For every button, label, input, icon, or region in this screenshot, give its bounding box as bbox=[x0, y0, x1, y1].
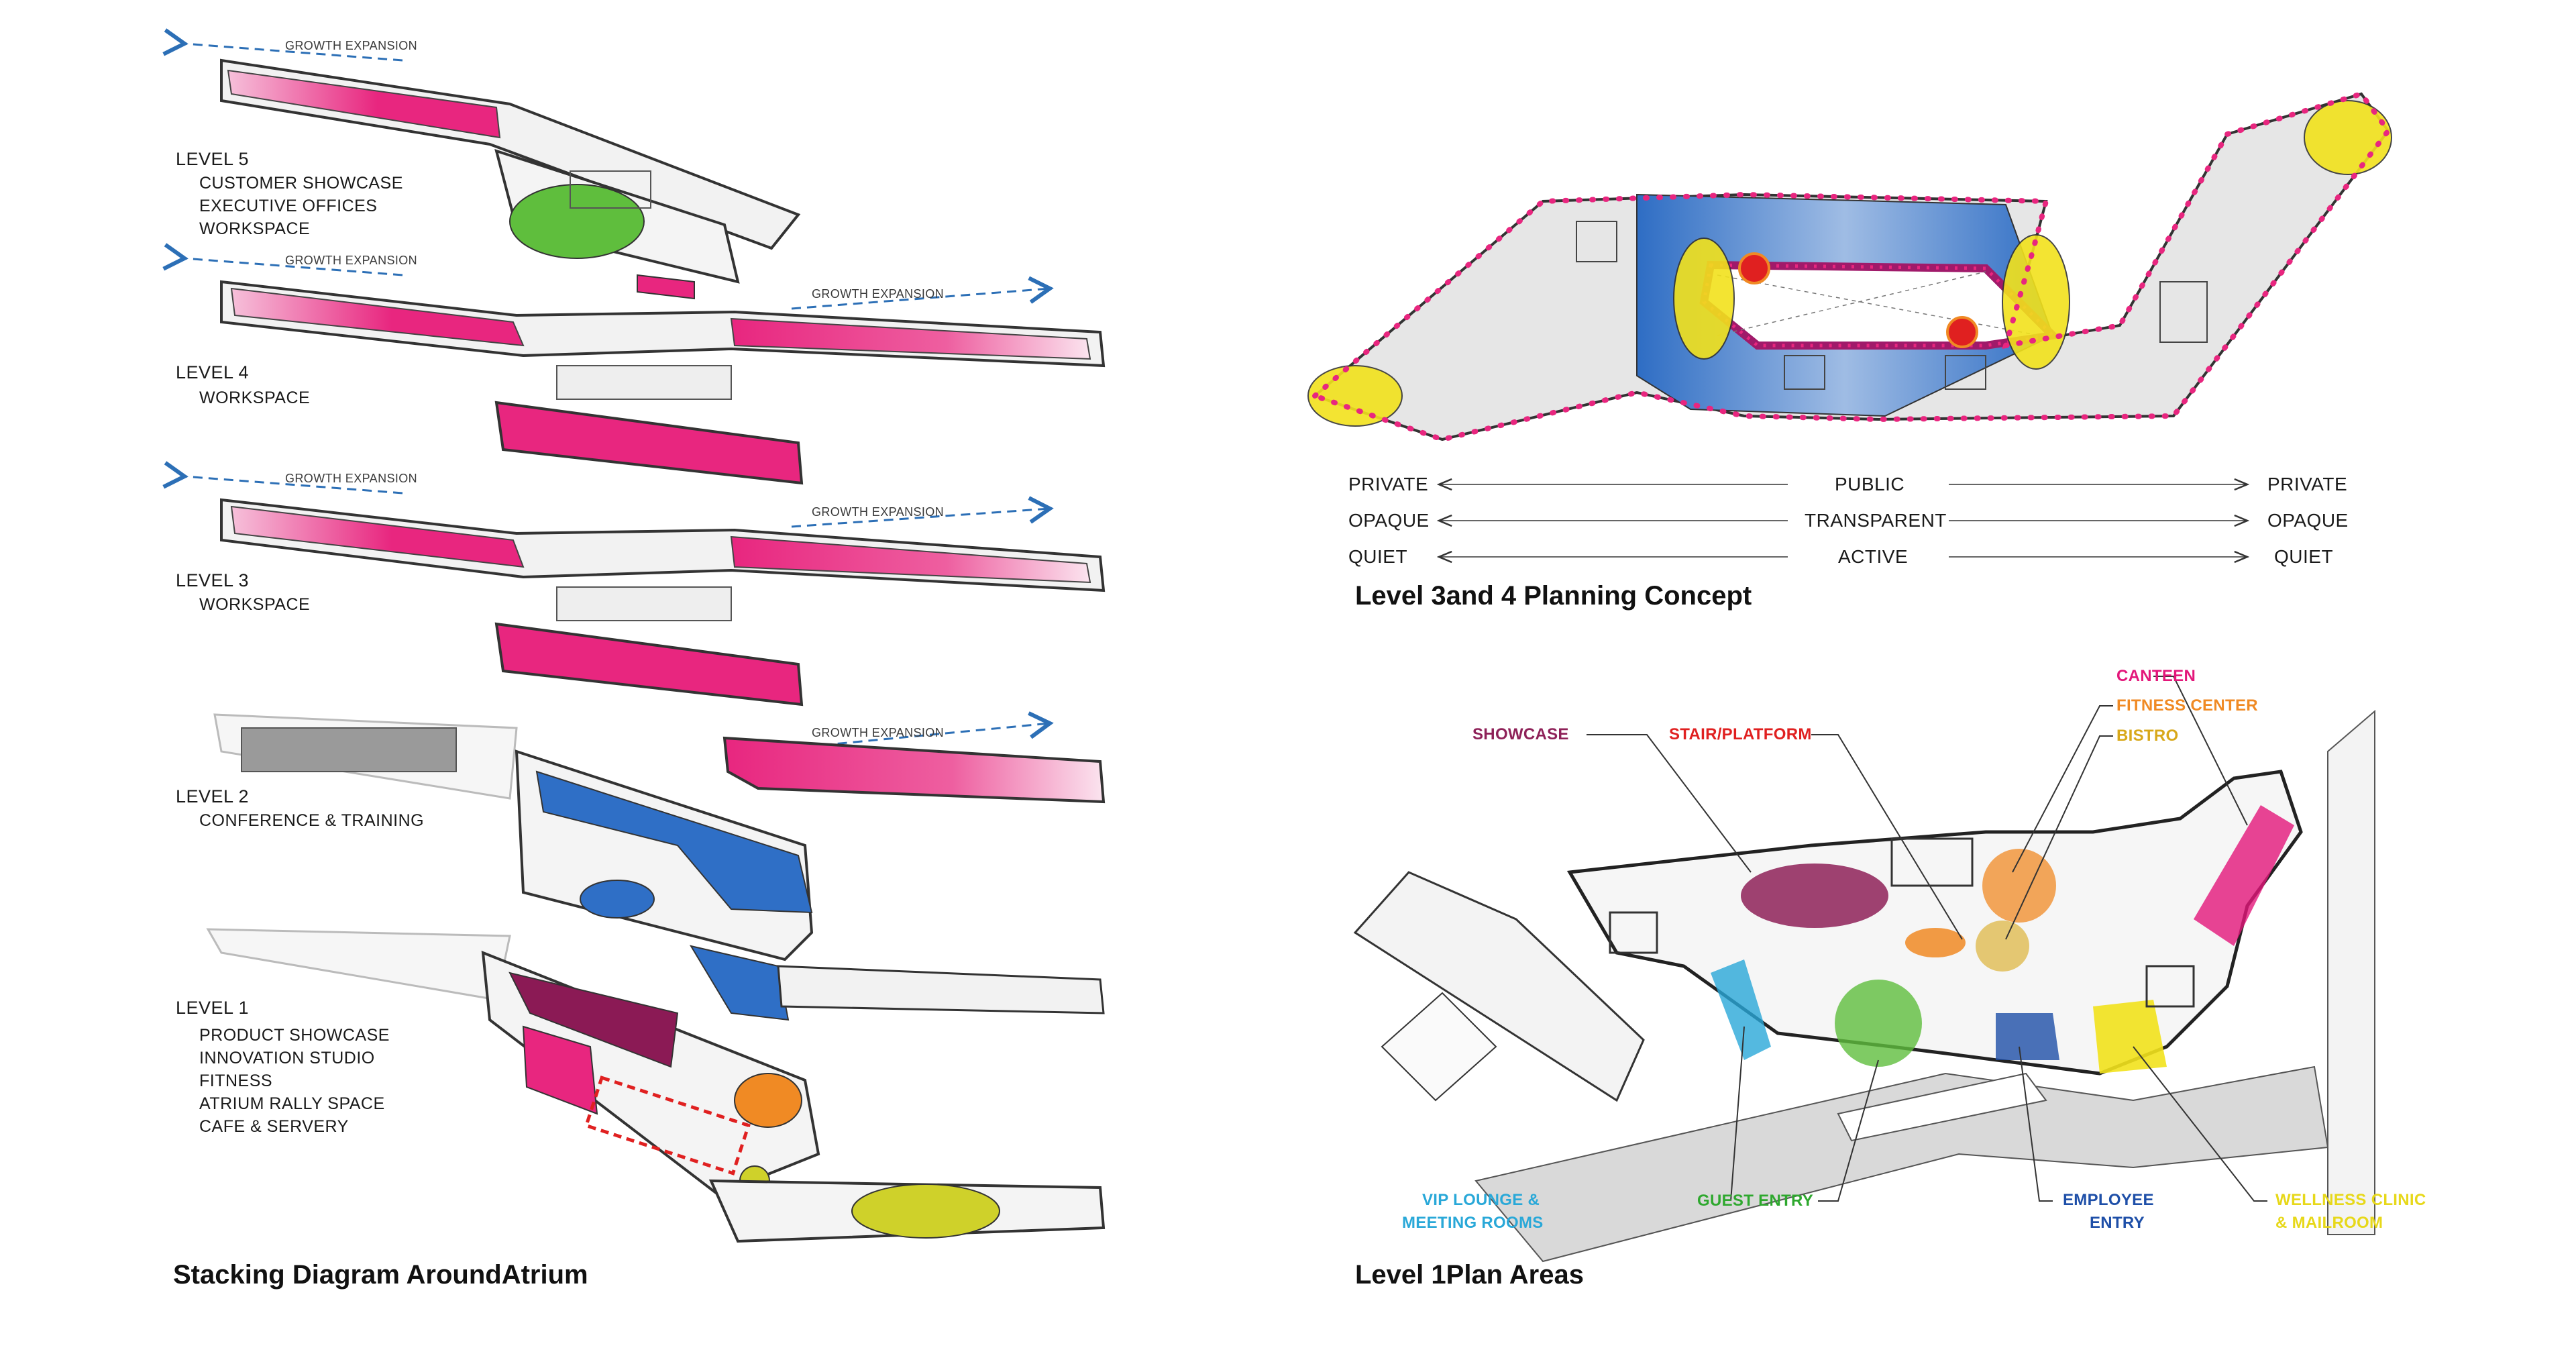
growth-arrow bbox=[162, 461, 403, 494]
employee-entry-label: ENTRY bbox=[2090, 1214, 2145, 1232]
growth-arrow bbox=[791, 711, 1054, 749]
scale-left: OPAQUE bbox=[1348, 510, 1430, 531]
level-4-title: LEVEL 4 bbox=[176, 362, 250, 382]
scale-left: PRIVATE bbox=[1348, 474, 1429, 494]
growth-arrow bbox=[791, 276, 1054, 310]
level-3-program: WORKSPACE bbox=[199, 595, 311, 614]
plan-caption: Level 1Plan Areas bbox=[1355, 1260, 1584, 1290]
level-1-program: PRODUCT SHOWCASE bbox=[199, 1026, 390, 1045]
level-2-program: CONFERENCE & TRAINING bbox=[199, 811, 425, 830]
vip-lounge-label: VIP LOUNGE & bbox=[1422, 1191, 1540, 1209]
growth-arrow bbox=[791, 496, 1054, 528]
showcase-label: SHOWCASE bbox=[1472, 725, 1569, 743]
planning-concept-plan bbox=[1307, 91, 2392, 443]
mailroom-label: & MAILROOM bbox=[2275, 1214, 2383, 1232]
scale-right: QUIET bbox=[2274, 546, 2334, 567]
level-1-title: LEVEL 1 bbox=[176, 998, 250, 1018]
growth-expansion-label: GROWTH EXPANSION bbox=[812, 505, 945, 519]
canteen-label: CANTEEN bbox=[2116, 667, 2196, 685]
scale-right: OPAQUE bbox=[2267, 510, 2349, 531]
guest-entry-label: GUEST ENTRY bbox=[1697, 1192, 1814, 1210]
scale-center: TRANSPARENT bbox=[1805, 510, 1947, 531]
growth-expansion-label: GROWTH EXPANSION bbox=[812, 726, 945, 739]
growth-expansion-label: GROWTH EXPANSION bbox=[812, 287, 945, 301]
stacking-caption: Stacking Diagram AroundAtrium bbox=[173, 1260, 588, 1290]
level-5-title: LEVEL 5 bbox=[176, 149, 250, 169]
meeting-rooms-label: MEETING ROOMS bbox=[1402, 1214, 1544, 1232]
level-1-plan bbox=[1353, 676, 2375, 1263]
level-1-program: CAFE & SERVERY bbox=[199, 1117, 349, 1136]
level-3-title: LEVEL 3 bbox=[176, 570, 250, 590]
level-1-floorplate bbox=[206, 928, 1106, 1243]
fitness-center-label: FITNESS CENTER bbox=[2116, 696, 2258, 715]
level-5-program: WORKSPACE bbox=[199, 219, 311, 238]
level-2-floorplate bbox=[213, 713, 1105, 1021]
growth-expansion-label: GROWTH EXPANSION bbox=[285, 254, 418, 267]
scale-left: QUIET bbox=[1348, 546, 1408, 567]
level-4-floorplate bbox=[220, 280, 1106, 485]
growth-arrow bbox=[162, 243, 403, 276]
privacy-scale-arrows bbox=[1439, 484, 2247, 557]
wellness-clinic-label: WELLNESS CLINIC bbox=[2275, 1191, 2426, 1209]
level-2-title: LEVEL 2 bbox=[176, 786, 250, 806]
level-1-program: FITNESS bbox=[199, 1071, 273, 1090]
level-1-program: ATRIUM RALLY SPACE bbox=[199, 1094, 385, 1113]
employee-entry-label: EMPLOYEE bbox=[2063, 1191, 2154, 1209]
level-5-program: CUSTOMER SHOWCASE bbox=[199, 174, 403, 193]
level-1-program: INNOVATION STUDIO bbox=[199, 1049, 375, 1067]
stair-platform-label: STAIR/PLATFORM bbox=[1669, 725, 1812, 743]
scale-center: ACTIVE bbox=[1838, 546, 1909, 567]
scale-center: PUBLIC bbox=[1835, 474, 1905, 494]
growth-arrow bbox=[162, 28, 403, 62]
growth-expansion-label: GROWTH EXPANSION bbox=[285, 472, 418, 485]
level-4-program: WORKSPACE bbox=[199, 388, 311, 407]
stacking-diagram bbox=[162, 28, 1106, 1243]
level-3-floorplate bbox=[220, 498, 1106, 804]
concept-caption: Level 3and 4 Planning Concept bbox=[1355, 581, 1752, 611]
level-5-program: EXECUTIVE OFFICES bbox=[199, 197, 378, 215]
bistro-label: BISTRO bbox=[2116, 727, 2179, 745]
growth-expansion-label: GROWTH EXPANSION bbox=[285, 39, 418, 52]
level-5-floorplate bbox=[220, 58, 801, 300]
scale-right: PRIVATE bbox=[2267, 474, 2348, 494]
